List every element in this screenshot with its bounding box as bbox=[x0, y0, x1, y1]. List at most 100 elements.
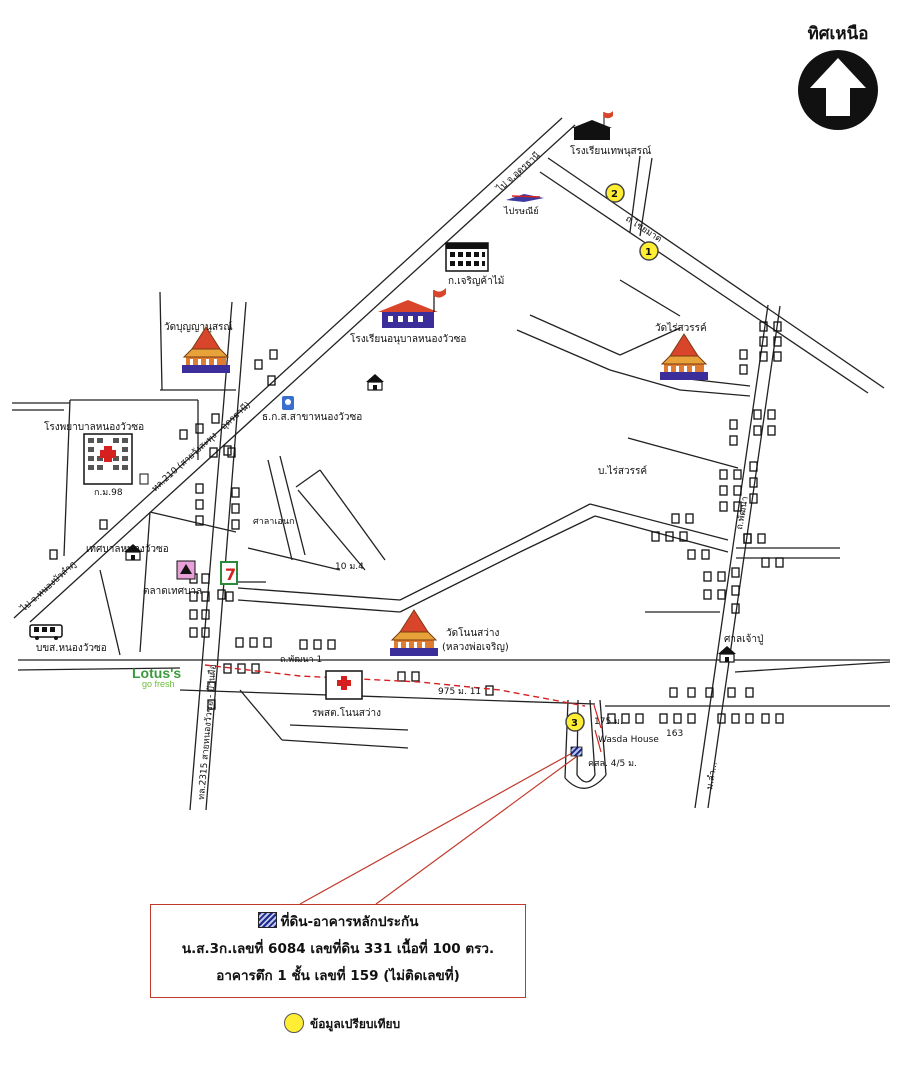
callout-lines bbox=[299, 751, 581, 905]
building-block bbox=[719, 469, 728, 480]
label-sala: ศาลาเอนก bbox=[253, 517, 294, 527]
label-shrine: ศาลเจ้าปู่ bbox=[724, 633, 763, 645]
building-block bbox=[397, 671, 406, 682]
label-house-no: 163 bbox=[666, 729, 683, 739]
school-icon-kindergarten bbox=[377, 287, 447, 329]
svg-text:3: 3 bbox=[571, 718, 578, 729]
building-block bbox=[49, 549, 58, 560]
building-block bbox=[201, 573, 210, 584]
building-block bbox=[679, 531, 688, 542]
lotus-sub: go fresh bbox=[142, 679, 175, 689]
building-block bbox=[757, 533, 766, 544]
building-block bbox=[687, 713, 696, 724]
lotus-name: Lotus's bbox=[132, 665, 182, 681]
building-block bbox=[254, 359, 263, 370]
label-to-udon: ไป จ.อุดรธานี bbox=[494, 150, 542, 195]
house-icon-1 bbox=[365, 373, 385, 391]
subject-parcel bbox=[570, 746, 583, 757]
building-block bbox=[745, 687, 754, 698]
building-block bbox=[659, 713, 668, 724]
label-soi-975: 975 ม. 11 bbox=[438, 687, 481, 697]
building-block bbox=[665, 531, 674, 542]
building-block bbox=[761, 713, 770, 724]
building-block bbox=[195, 499, 204, 510]
lotus-logo: Lotus's go fresh bbox=[132, 665, 182, 690]
building-block bbox=[231, 519, 240, 530]
building-block bbox=[209, 447, 218, 458]
building-block bbox=[767, 409, 776, 420]
comparison-marker-2: 2 bbox=[605, 183, 625, 203]
building-block bbox=[775, 557, 784, 568]
building-block bbox=[687, 549, 696, 560]
building-block bbox=[669, 687, 678, 698]
bus-icon bbox=[29, 624, 63, 640]
building-block bbox=[249, 637, 258, 648]
building-block bbox=[731, 713, 740, 724]
temple-icon-non-sawang bbox=[389, 609, 439, 657]
comparison-key: ข้อมูลเปรียบเทียบ bbox=[284, 1013, 400, 1034]
building-block bbox=[705, 687, 714, 698]
building-block bbox=[207, 681, 216, 692]
clinic-icon-rpst bbox=[325, 670, 363, 700]
label-highway-210: ทล.210 (สายวังสะพุง - อุดรธานี) bbox=[150, 400, 253, 495]
building-block bbox=[99, 519, 108, 530]
label-wat-rai-sawan: วัดไร่สวรรค์ bbox=[655, 322, 707, 334]
building-block bbox=[195, 423, 204, 434]
building-block bbox=[717, 713, 726, 724]
svg-text:7: 7 bbox=[225, 565, 236, 584]
label-hw-2315: ทล.2315 สายหนองวัวซอ - บ้านผือ bbox=[196, 664, 219, 800]
building-block bbox=[729, 435, 738, 446]
hatch-swatch-icon bbox=[257, 912, 277, 928]
route-line bbox=[204, 664, 586, 707]
label-post-office: ไปรษณีย์ bbox=[503, 205, 539, 217]
building-block bbox=[731, 567, 740, 578]
building-block bbox=[217, 589, 226, 600]
building-block bbox=[207, 699, 216, 710]
label-kindergarten: โรงเรียนอนุบาลหนองวัวซอ bbox=[350, 332, 466, 345]
bank-icon bbox=[282, 396, 294, 410]
yellow-dot-icon bbox=[284, 1013, 304, 1033]
building-block bbox=[179, 429, 188, 440]
shop-icon-chaeron bbox=[445, 242, 489, 272]
building-block bbox=[411, 671, 420, 682]
hospital-icon bbox=[83, 433, 133, 485]
north-arrow-icon bbox=[798, 50, 878, 130]
building-block bbox=[201, 591, 210, 602]
road-network bbox=[12, 117, 891, 811]
label-wat-bunyanusorn: วัดบุญญานุสรณ์ bbox=[164, 321, 233, 333]
building-block bbox=[225, 591, 234, 602]
label-road-chaiyamat: ถ.ไชยมาต bbox=[623, 213, 664, 245]
building-block bbox=[195, 483, 204, 494]
building-block bbox=[733, 469, 742, 480]
building-block bbox=[223, 663, 232, 674]
building-block bbox=[231, 487, 240, 498]
label-house: Wasda House bbox=[598, 735, 659, 745]
building-block bbox=[749, 461, 758, 472]
building-block bbox=[749, 477, 758, 488]
label-soi-phatthana: ถ.พัฒนา 1 bbox=[280, 655, 322, 665]
label-km: ก.ม.98 bbox=[94, 488, 123, 498]
label-hospital: โรงพยาบาลหนองวัวซอ bbox=[44, 420, 144, 433]
building-block bbox=[231, 503, 240, 514]
building-block bbox=[201, 609, 210, 620]
building-block bbox=[673, 713, 682, 724]
building-block bbox=[235, 637, 244, 648]
label-rpst: รพสต.โนนสว่าง bbox=[312, 706, 381, 719]
building-block bbox=[717, 589, 726, 600]
temple-icon-bunyanusorn bbox=[181, 326, 231, 374]
building-block bbox=[251, 663, 260, 674]
north-label: ทิศเหนือ bbox=[807, 24, 869, 44]
building-block bbox=[189, 627, 198, 638]
building-block bbox=[195, 515, 204, 526]
post-icon bbox=[506, 194, 544, 202]
building-block bbox=[313, 639, 322, 650]
label-d175: 175 ม. bbox=[594, 717, 623, 727]
label-community: บ.ไร่สวรรค์ bbox=[598, 465, 647, 477]
label-bus-terminal: บขส.หนองวัวซอ bbox=[36, 643, 107, 654]
building-block bbox=[745, 713, 754, 724]
building-block bbox=[651, 531, 660, 542]
building-block bbox=[731, 585, 740, 596]
legend-line-3: อาคารตึก 1 ชั้น เลขที่ 159 (ไม่ติดเลขที่… bbox=[216, 968, 460, 984]
